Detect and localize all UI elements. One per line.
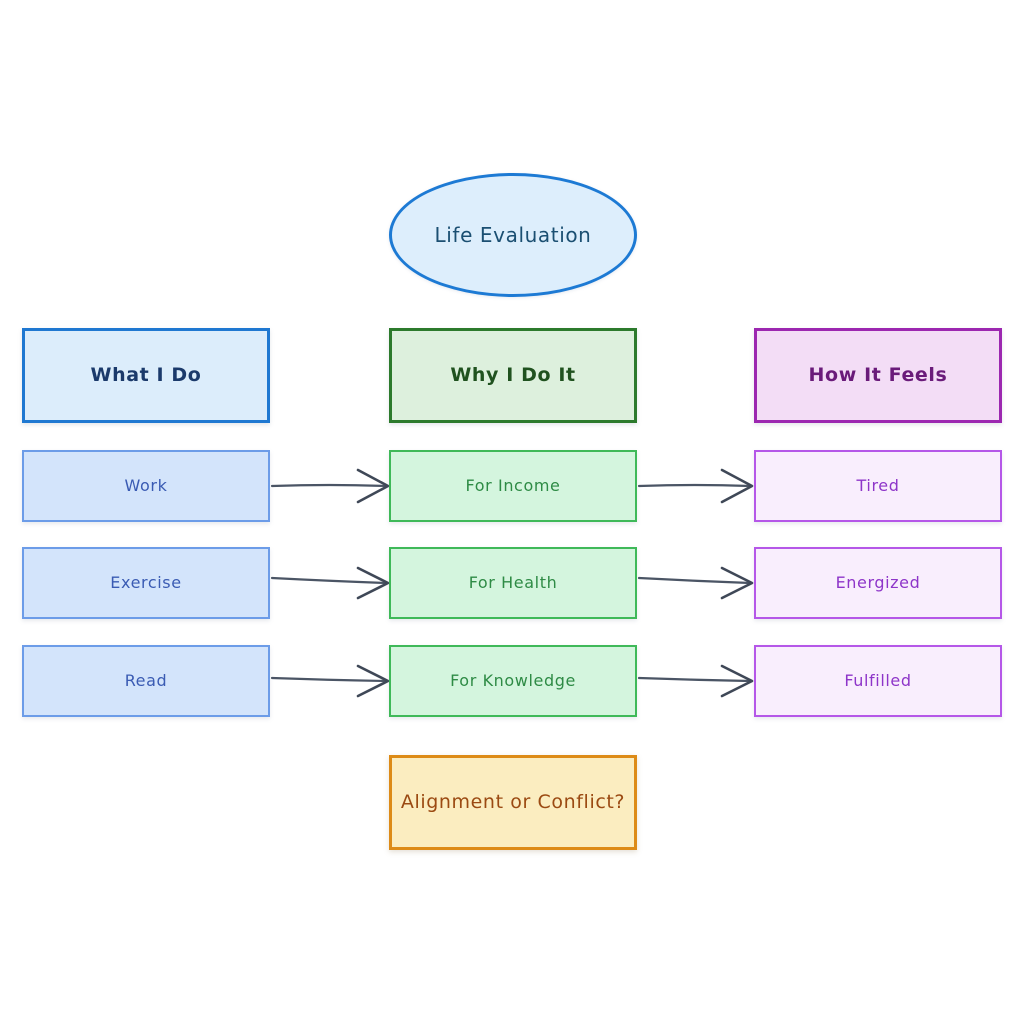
node-energized-label: Energized (835, 572, 921, 592)
node-tired[interactable]: Tired (754, 450, 1002, 522)
edge-for-health-to-energized (637, 566, 754, 600)
node-read[interactable]: Read (22, 645, 270, 717)
header-what-i-do-label: What I Do (90, 363, 202, 386)
header-why-i-do-it[interactable]: Why I Do It (389, 328, 637, 423)
node-work[interactable]: Work (22, 450, 270, 522)
header-why-i-do-it-label: Why I Do It (450, 363, 576, 386)
node-read-label: Read (124, 670, 168, 690)
node-alignment-or-conflict-label: Alignment or Conflict? (400, 790, 626, 813)
node-for-knowledge[interactable]: For Knowledge (389, 645, 637, 717)
node-life-evaluation[interactable]: Life Evaluation (389, 173, 637, 297)
node-for-income[interactable]: For Income (389, 450, 637, 522)
node-exercise[interactable]: Exercise (22, 547, 270, 619)
node-for-income-label: For Income (465, 475, 561, 495)
node-for-knowledge-label: For Knowledge (450, 670, 576, 690)
node-energized[interactable]: Energized (754, 547, 1002, 619)
header-how-it-feels-label: How It Feels (808, 363, 948, 386)
edge-work-to-for-income (270, 468, 390, 504)
header-what-i-do[interactable]: What I Do (22, 328, 270, 423)
edge-for-income-to-tired (637, 468, 754, 504)
node-fulfilled-label: Fulfilled (844, 670, 912, 690)
node-tired-label: Tired (856, 475, 900, 495)
edge-for-knowledge-to-fulfilled (637, 664, 754, 698)
node-alignment-or-conflict[interactable]: Alignment or Conflict? (389, 755, 637, 850)
node-for-health-label: For Health (468, 572, 558, 592)
header-how-it-feels[interactable]: How It Feels (754, 328, 1002, 423)
node-exercise-label: Exercise (110, 572, 182, 592)
node-for-health[interactable]: For Health (389, 547, 637, 619)
node-work-label: Work (124, 475, 168, 495)
edge-exercise-to-for-health (270, 566, 390, 600)
edge-read-to-for-knowledge (270, 664, 390, 698)
node-life-evaluation-label: Life Evaluation (434, 222, 592, 247)
node-fulfilled[interactable]: Fulfilled (754, 645, 1002, 717)
